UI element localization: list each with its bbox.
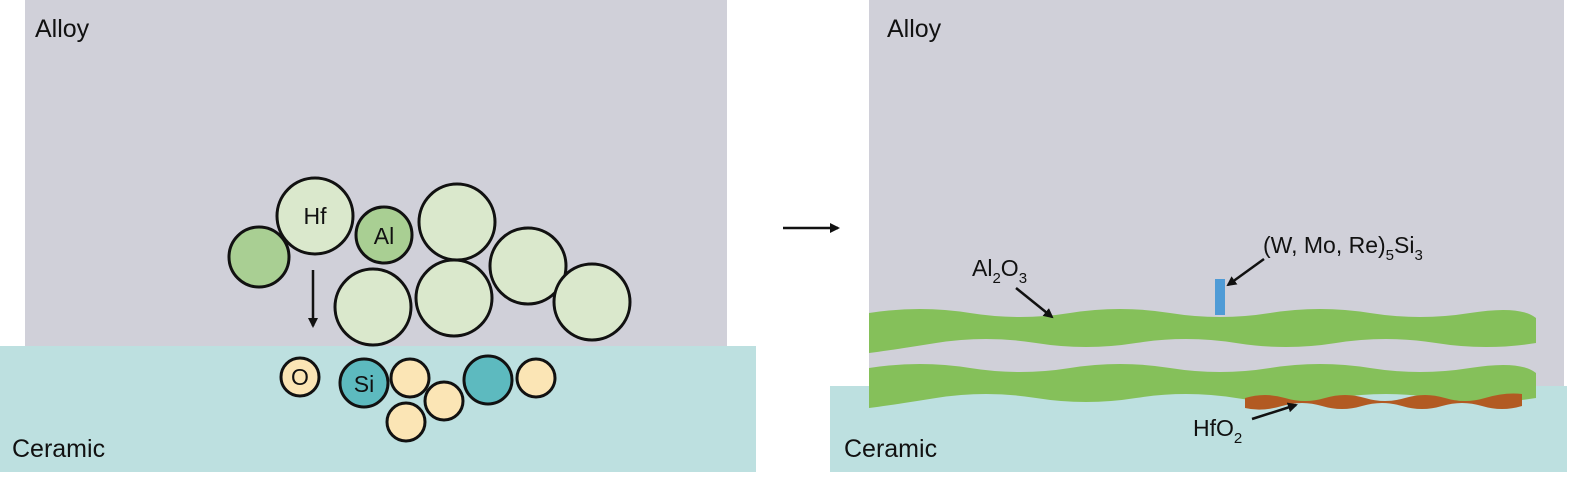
- atom-oxygen: [385, 401, 427, 443]
- o-atom-label: O: [291, 364, 309, 390]
- al2o3-layer-upper: [869, 309, 1536, 353]
- ceramic-label-right: Ceramic: [844, 435, 938, 463]
- atom-oxygen: [515, 357, 557, 399]
- atom-large: [488, 226, 568, 306]
- atom-large: [417, 182, 497, 262]
- atom-oxygen: [389, 357, 431, 399]
- al2o3-layer-lower: [869, 364, 1536, 408]
- si-atom-label: Si: [354, 371, 374, 397]
- silicide-phase: [1215, 279, 1225, 315]
- alloy-label-left: Alloy: [35, 15, 90, 43]
- ceramic-atoms: [279, 354, 557, 443]
- atom-dark-left: [227, 225, 291, 289]
- atom-large: [552, 262, 632, 342]
- atom-silicon: [462, 354, 514, 406]
- alloy-label-right: Alloy: [887, 15, 942, 43]
- hfo2-layer: [1245, 393, 1522, 410]
- silicide-label: (W, Mo, Re)5Si3: [1263, 232, 1423, 264]
- hf-atom-label: Hf: [304, 203, 328, 229]
- hfo2-label: HfO2: [1193, 415, 1242, 447]
- al-atom-label: Al: [374, 223, 394, 249]
- ceramic-label-left: Ceramic: [12, 435, 106, 463]
- atom-al: [354, 205, 414, 265]
- al2o3-arrow: [1015, 287, 1054, 319]
- atom-large: [333, 267, 413, 347]
- atom-si: [338, 357, 390, 409]
- atom-oxygen: [423, 380, 465, 422]
- silicide-arrow: [1226, 257, 1265, 287]
- atom-large: [414, 258, 494, 338]
- al2o3-label: Al2O3: [972, 255, 1027, 287]
- alloy-atoms: [227, 176, 632, 347]
- hfo2-arrow: [1251, 402, 1298, 421]
- atom-o: [279, 356, 321, 398]
- atom-hf: [275, 176, 355, 256]
